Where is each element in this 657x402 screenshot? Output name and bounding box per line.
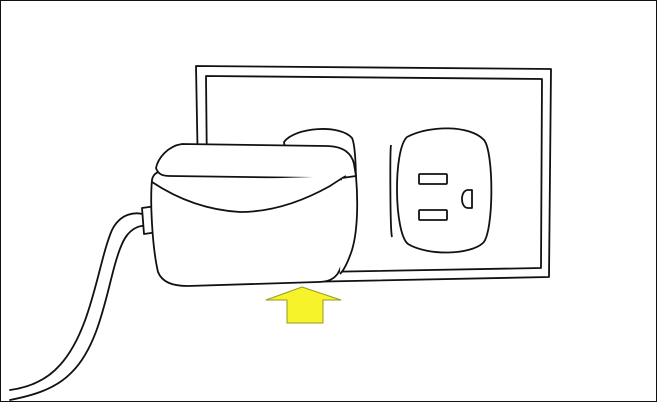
right-outlet: [390, 128, 491, 252]
outlet-slot-top: [419, 174, 447, 184]
outlet-slot-bottom: [419, 210, 447, 220]
outlet-ground-hole: [462, 190, 472, 208]
power-adapter: [142, 144, 357, 286]
